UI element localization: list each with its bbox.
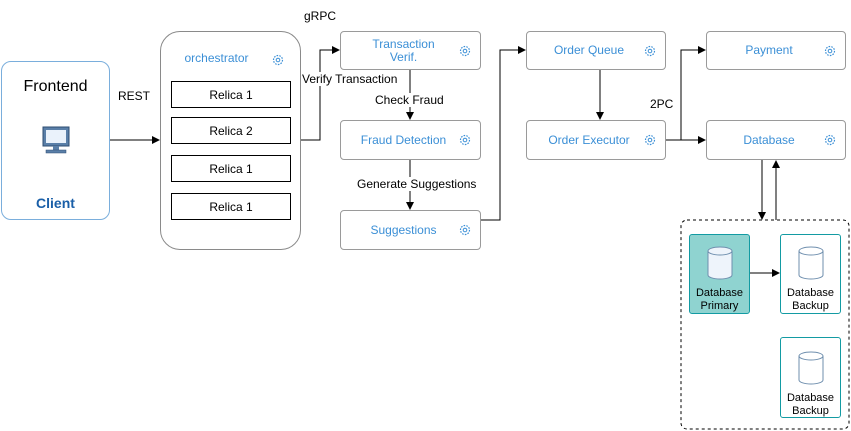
orchestrator-title: orchestrator [184, 51, 249, 65]
replica-1: Relica 1 [171, 81, 291, 108]
cylinder-icon [707, 246, 733, 280]
database-primary: Database Primary [689, 234, 750, 314]
transaction-verification-service: Transaction Verif. [340, 31, 481, 70]
order-executor-label: Order Executor [548, 132, 630, 147]
client-label: Client [36, 195, 75, 211]
database-primary-label: Database Primary [695, 287, 744, 312]
order-executor-service: Order Executor [526, 120, 666, 160]
replica-4: Relica 1 [171, 193, 291, 220]
suggestions-service: Suggestions [340, 210, 481, 250]
edge-to-queue [481, 46, 526, 221]
suggestions-label: Suggestions [370, 222, 437, 237]
cylinder-icon [798, 246, 824, 280]
frontend-client: Frontend Client [1, 61, 110, 220]
fraud-detection-service: Fraud Detection [340, 120, 481, 160]
edge-label-generate: Generate Suggestions [357, 177, 477, 191]
fraud-label: Fraud Detection [360, 132, 447, 147]
payment-service: Payment [706, 31, 846, 70]
edge-label-verify: Verify Transaction [302, 72, 398, 86]
monitor-icon [40, 125, 72, 155]
database-backup-2: Database Backup [780, 337, 841, 418]
database-backup-1-label: Database Backup [786, 287, 835, 312]
database-backup-1: Database Backup [780, 234, 841, 314]
edge-label-2pc: 2PC [650, 97, 674, 111]
database-label: Database [743, 132, 795, 147]
gear-icon [459, 224, 471, 236]
frontend-title: Frontend [23, 78, 88, 95]
db-cluster-boundary [680, 219, 850, 430]
edge-executor-payment [680, 46, 706, 140]
replica-3: Relica 1 [171, 155, 291, 182]
gear-icon [459, 45, 471, 56]
cylinder-icon [798, 351, 824, 385]
gear-icon [824, 134, 836, 146]
order-queue-service: Order Queue [526, 31, 666, 70]
transaction-label: Transaction Verif. [372, 36, 435, 64]
gear-icon [644, 45, 656, 56]
replica-2: Relica 2 [171, 117, 291, 144]
gear-icon [644, 134, 656, 146]
orchestrator-container: orchestrator Relica 1 Relica 2 Relica 1 … [160, 31, 301, 250]
edge-label-rest: REST [118, 89, 151, 103]
gear-icon [272, 54, 284, 66]
order-queue-label: Order Queue [553, 43, 625, 57]
edge-label-check-fraud: Check Fraud [375, 93, 444, 107]
database-service: Database [706, 120, 846, 160]
edge-grpc [300, 46, 340, 141]
gear-icon [824, 45, 836, 56]
gear-icon [459, 134, 471, 146]
edge-label-grpc: gRPC [304, 9, 337, 23]
payment-label: Payment [745, 43, 793, 57]
database-backup-2-label: Database Backup [786, 392, 835, 417]
